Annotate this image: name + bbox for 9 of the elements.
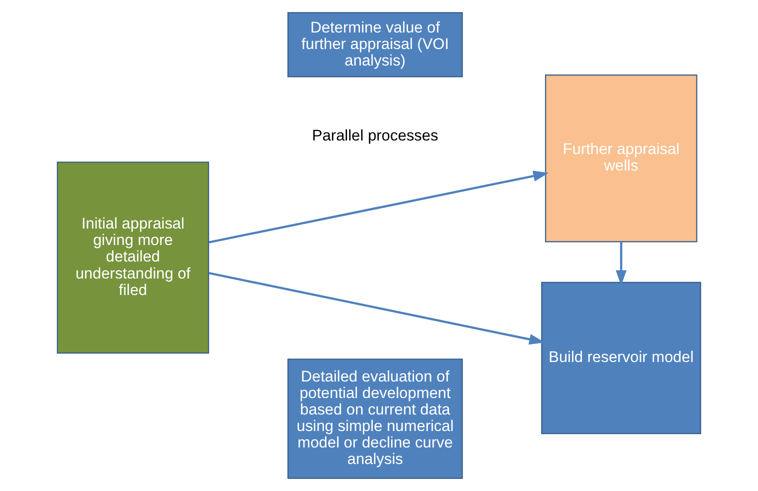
node-box: Initial appraisal giving more detailed understanding of filed xyxy=(56,162,210,354)
node-box: Further appraisal wells xyxy=(545,74,698,242)
label: Parallel processes xyxy=(312,127,438,144)
arrow xyxy=(208,272,545,345)
node-box: Detailed evaluation of potential development based on current data using simple numerical model or decline curve analysis xyxy=(287,358,463,479)
arrow xyxy=(208,170,549,244)
node-box: Determine value of further appraisal (VOI analysis) xyxy=(287,12,463,78)
arrow xyxy=(616,242,627,286)
node-box: Build reservoir model xyxy=(541,282,702,434)
